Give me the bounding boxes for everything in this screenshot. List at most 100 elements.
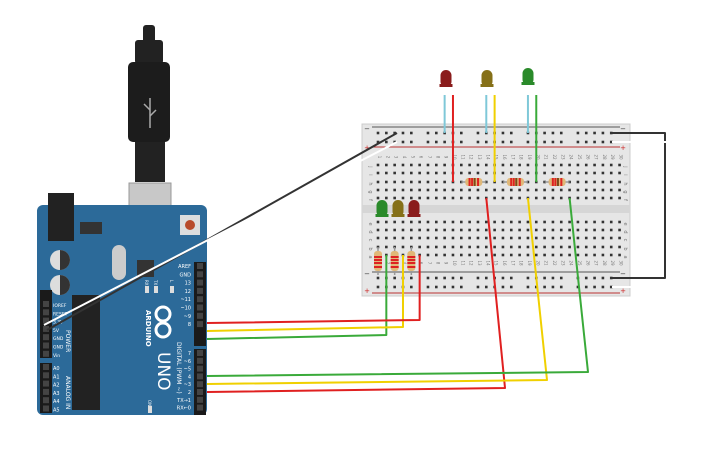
rail-hole[interactable]	[551, 285, 555, 289]
breadboard-hole[interactable]	[393, 171, 396, 175]
breadboard-hole[interactable]	[401, 196, 405, 200]
rail-hole[interactable]	[443, 276, 446, 280]
breadboard-hole[interactable]	[584, 245, 588, 249]
breadboard-hole[interactable]	[451, 236, 455, 240]
breadboard-hole[interactable]	[385, 245, 388, 249]
breadboard-hole[interactable]	[443, 236, 446, 240]
breadboard-hole[interactable]	[584, 163, 588, 167]
wire-pin-3[interactable]	[206, 197, 548, 385]
breadboard-hole[interactable]	[543, 163, 546, 167]
breadboard-hole[interactable]	[401, 245, 405, 249]
breadboard-hole[interactable]	[568, 228, 571, 232]
breadboard-hole[interactable]	[509, 188, 513, 192]
rail-hole[interactable]	[501, 140, 505, 144]
rail-hole[interactable]	[410, 140, 413, 144]
breadboard-hole[interactable]	[518, 245, 521, 249]
breadboard-hole[interactable]	[385, 188, 388, 192]
rail-hole[interactable]	[584, 140, 588, 144]
breadboard-hole[interactable]	[509, 220, 513, 224]
breadboard-hole[interactable]	[518, 163, 521, 167]
breadboard-hole[interactable]	[460, 188, 463, 192]
breadboard-hole[interactable]	[543, 188, 546, 192]
breadboard-hole[interactable]	[543, 236, 546, 240]
breadboard-hole[interactable]	[593, 228, 596, 232]
breadboard-hole[interactable]	[526, 163, 530, 167]
rail-hole[interactable]	[385, 140, 388, 144]
breadboard-hole[interactable]	[576, 188, 580, 192]
rail-hole[interactable]	[435, 140, 438, 144]
breadboard-hole[interactable]	[501, 163, 505, 167]
breadboard-hole[interactable]	[609, 220, 613, 224]
breadboard-hole[interactable]	[468, 163, 471, 167]
breadboard-hole[interactable]	[601, 180, 605, 184]
red-led-top[interactable]	[440, 70, 452, 87]
breadboard-hole[interactable]	[568, 253, 571, 257]
rail-hole[interactable]	[509, 285, 513, 289]
breadboard-hole[interactable]	[526, 228, 530, 232]
rail-hole[interactable]	[559, 131, 563, 135]
breadboard-hole[interactable]	[418, 236, 421, 240]
rail-hole[interactable]	[584, 131, 588, 135]
breadboard-hole[interactable]	[443, 196, 446, 200]
breadboard-hole[interactable]	[501, 220, 505, 224]
breadboard-hole[interactable]	[601, 236, 605, 240]
breadboard-hole[interactable]	[551, 228, 555, 232]
breadboard-hole[interactable]	[551, 188, 555, 192]
breadboard-hole[interactable]	[460, 171, 463, 175]
breadboard-hole[interactable]	[493, 253, 496, 257]
wire-pin-10[interactable]	[206, 255, 421, 324]
breadboard-hole[interactable]	[476, 236, 480, 240]
breadboard-hole[interactable]	[484, 228, 488, 232]
rail-hole[interactable]	[401, 140, 405, 144]
rail-hole[interactable]	[551, 140, 555, 144]
breadboard-hole[interactable]	[609, 236, 613, 240]
rail-hole[interactable]	[376, 131, 380, 135]
breadboard-hole[interactable]	[618, 196, 621, 200]
breadboard-hole[interactable]	[451, 245, 455, 249]
breadboard-hole[interactable]	[426, 220, 430, 224]
breadboard-hole[interactable]	[451, 228, 455, 232]
rail-hole[interactable]	[593, 131, 596, 135]
breadboard-hole[interactable]	[418, 245, 421, 249]
breadboard-hole[interactable]	[601, 253, 605, 257]
breadboard-hole[interactable]	[526, 171, 530, 175]
rail-hole[interactable]	[435, 285, 438, 289]
breadboard-hole[interactable]	[435, 180, 438, 184]
rail-hole[interactable]	[584, 276, 588, 280]
header-pin[interactable]	[197, 404, 203, 411]
breadboard-hole[interactable]	[401, 188, 405, 192]
breadboard-hole[interactable]	[518, 220, 521, 224]
rail-hole[interactable]	[509, 276, 513, 280]
rail-hole[interactable]	[376, 276, 380, 280]
breadboard-hole[interactable]	[460, 236, 463, 240]
breadboard-hole[interactable]	[609, 188, 613, 192]
breadboard-hole[interactable]	[484, 253, 488, 257]
rail-hole[interactable]	[376, 285, 380, 289]
breadboard-hole[interactable]	[593, 188, 596, 192]
breadboard-hole[interactable]	[376, 171, 380, 175]
breadboard-hole[interactable]	[393, 163, 396, 167]
breadboard-hole[interactable]	[484, 196, 488, 200]
breadboard-hole[interactable]	[518, 236, 521, 240]
breadboard-hole[interactable]	[501, 196, 505, 200]
breadboard-hole[interactable]	[468, 196, 471, 200]
rail-hole[interactable]	[551, 131, 555, 135]
breadboard-hole[interactable]	[609, 180, 613, 184]
breadboard-hole[interactable]	[401, 236, 405, 240]
breadboard-hole[interactable]	[460, 245, 463, 249]
breadboard-hole[interactable]	[551, 245, 555, 249]
breadboard-hole[interactable]	[543, 245, 546, 249]
breadboard-hole[interactable]	[493, 220, 496, 224]
breadboard-hole[interactable]	[476, 188, 480, 192]
rail-hole[interactable]	[559, 285, 563, 289]
header-pin[interactable]	[43, 380, 49, 387]
breadboard-hole[interactable]	[568, 171, 571, 175]
rail-hole[interactable]	[543, 285, 546, 289]
breadboard-hole[interactable]	[418, 171, 421, 175]
breadboard-hole[interactable]	[484, 245, 488, 249]
rail-hole[interactable]	[476, 285, 480, 289]
breadboard-hole[interactable]	[593, 196, 596, 200]
rail-hole[interactable]	[509, 140, 513, 144]
breadboard-hole[interactable]	[385, 228, 388, 232]
header-pin[interactable]	[197, 271, 203, 278]
